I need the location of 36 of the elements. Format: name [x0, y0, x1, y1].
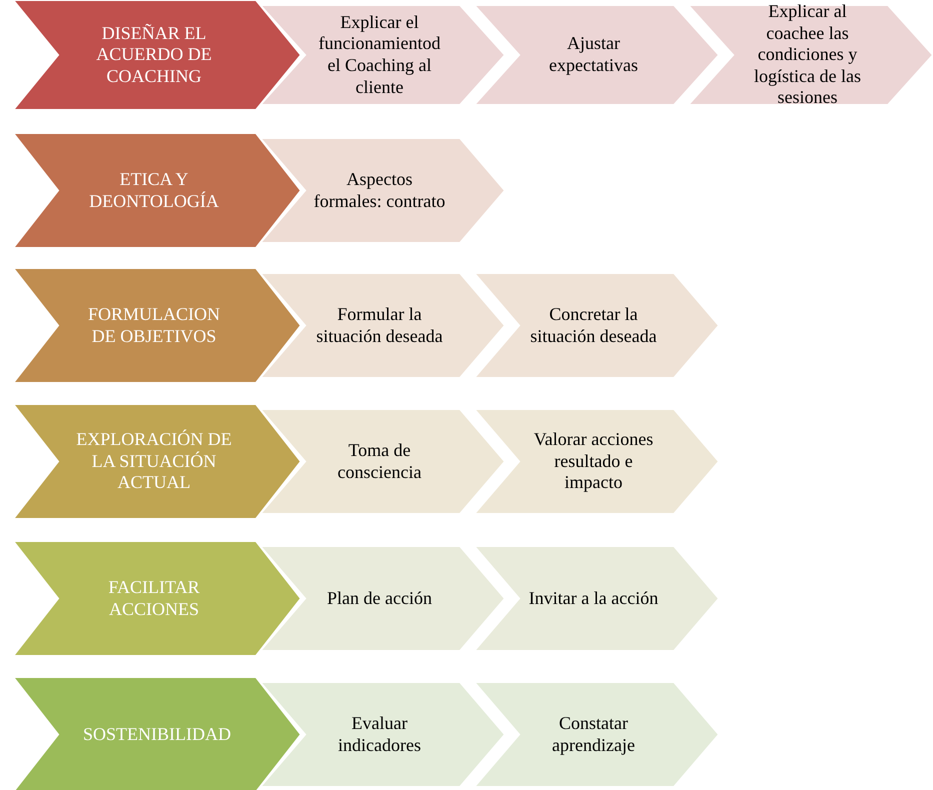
stage-title: DISEÑAR EL ACUERDO DE COACHING — [95, 22, 213, 88]
step-text: Explicar al coachee las condiciones y logística de las sesiones — [753, 1, 862, 109]
process-step — [688, 5, 933, 105]
process-stage — [13, 404, 301, 519]
process-step — [474, 409, 719, 514]
process-step — [260, 273, 505, 378]
step-text: Formular la situación deseada — [315, 304, 444, 348]
step-text: Plan de acción — [327, 588, 432, 610]
process-stage — [13, 133, 301, 248]
stage-title: EXPLORACIÓN DE LA SITUACIÓN ACTUAL — [75, 429, 233, 494]
process-step — [260, 682, 505, 787]
process-step — [260, 5, 505, 105]
process-step — [260, 138, 505, 243]
step-text: Ajustar expectativas — [548, 33, 639, 77]
step-text: Evaluar indicadores — [337, 712, 422, 756]
step-text: Aspectos formales: contrato — [312, 168, 446, 212]
process-step — [474, 546, 719, 651]
process-stage — [13, 541, 301, 656]
process-step — [474, 273, 719, 378]
step-text: Valorar acciones resultado e impacto — [532, 429, 654, 494]
stage-title: FACILITAR ACCIONES — [107, 576, 201, 620]
step-text: Concretar la situación deseada — [529, 304, 658, 348]
step-text: Invitar a la acción — [528, 588, 658, 610]
process-step — [474, 5, 719, 105]
stage-title: SOSTENIBILIDAD — [83, 724, 231, 746]
stage-title: ETICA Y DEONTOLOGÍA — [88, 168, 220, 212]
process-stage — [13, 268, 301, 383]
process-step — [474, 682, 719, 787]
process-stage — [13, 677, 301, 790]
step-text: Constatar aprendizaje — [551, 712, 636, 756]
stage-title: FORMULACION DE OBJETIVOS — [86, 304, 221, 348]
process-step — [260, 546, 505, 651]
step-text: Toma de consciencia — [336, 440, 422, 484]
step-text: Explicar el funcionamientod el Coaching al cliente — [318, 12, 442, 98]
process-step — [260, 409, 505, 514]
process-stage — [13, 0, 301, 110]
